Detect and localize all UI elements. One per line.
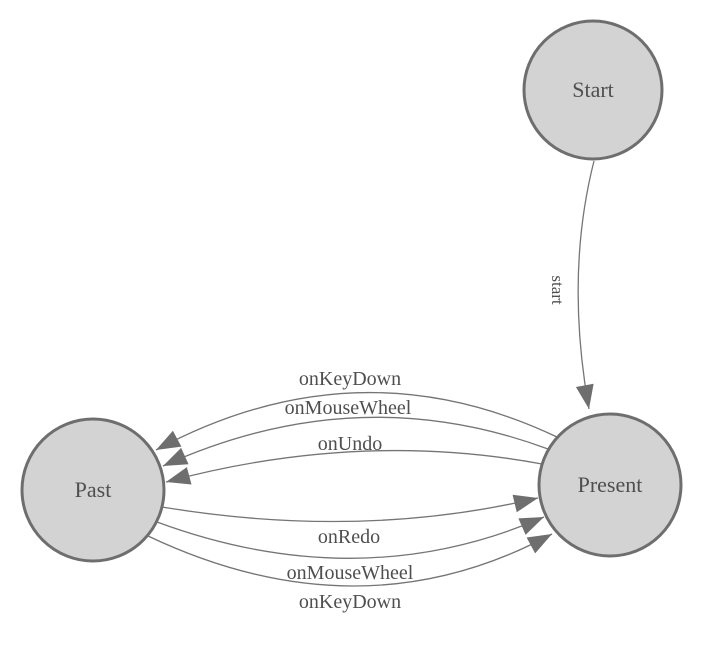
node-past: Past	[20, 417, 166, 563]
node-start-label: Start	[572, 77, 614, 102]
node-present: Present	[537, 412, 683, 558]
edge-past-to-present-onmousewheel	[156, 516, 545, 559]
node-past-circle	[20, 417, 166, 563]
edge-present-to-past-onundo	[165, 449, 543, 485]
edge-label-onundo: onUndo	[318, 433, 382, 455]
edge-label-onredo: onRedo	[318, 526, 380, 548]
edge-past-to-present-onkeydown	[147, 533, 553, 587]
edge-present-to-past-onkeydown	[155, 391, 558, 451]
edge-start-to-present	[575, 160, 595, 410]
node-past-label: Past	[75, 477, 112, 502]
edge-past-to-present-onredo	[161, 494, 539, 523]
node-present-label: Present	[578, 472, 643, 497]
node-start: Start	[522, 19, 664, 161]
node-start-circle	[522, 19, 664, 161]
edge-label-onkeydown-bottom: onKeyDown	[299, 591, 401, 613]
edge-label-start: start	[548, 275, 567, 305]
edge-label-group: start onKeyDown onMouseWheel onUndo onRe…	[285, 275, 567, 613]
edge-present-to-past-onmousewheel	[162, 416, 549, 467]
edge-group	[147, 160, 595, 587]
edge-label-onmousewheel-bottom: onMouseWheel	[287, 562, 414, 584]
edge-label-onkeydown-top: onKeyDown	[299, 368, 401, 390]
node-present-circle	[537, 412, 683, 558]
edge-label-onmousewheel-top: onMouseWheel	[285, 397, 412, 419]
